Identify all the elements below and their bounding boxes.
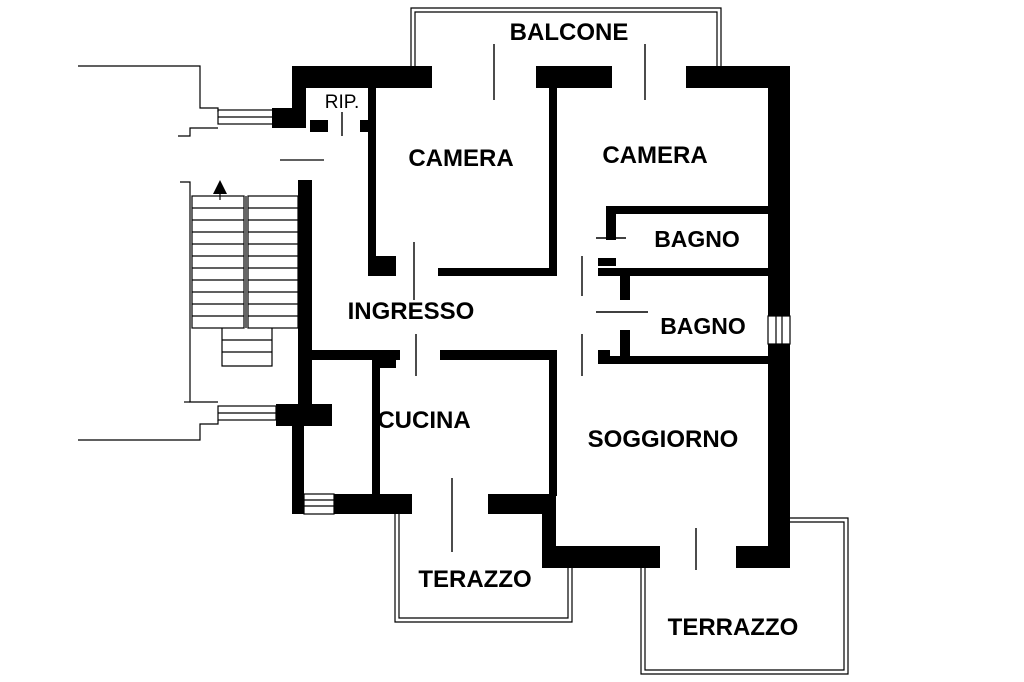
terrazzo-outline [640,517,849,675]
up-arrow-icon [213,180,227,200]
stair-flight-right [247,195,299,329]
room-label-bagno-2: BAGNO [660,313,746,339]
room-label-ingresso: INGRESSO [348,298,475,325]
balcone-outline [410,7,722,68]
walls [272,66,790,568]
doors-and-windows [303,44,791,570]
room-label-bagno-1: BAGNO [654,226,740,252]
stair-flight-left [191,195,245,329]
staircase-area [78,65,324,441]
terazzo-outline [394,514,573,623]
room-label-terazzo: TERAZZO [418,566,531,593]
room-label-balcone: BALCONE [510,19,629,46]
room-label-camera-2: CAMERA [602,142,707,169]
room-label-terrazzo: TERRAZZO [668,614,799,641]
room-label-camera-1: CAMERA [408,145,513,172]
room-label-cucina: CUCINA [377,407,470,434]
room-label-rip: RIP. [325,92,360,113]
room-label-soggiorno: SOGGIORNO [588,426,739,453]
